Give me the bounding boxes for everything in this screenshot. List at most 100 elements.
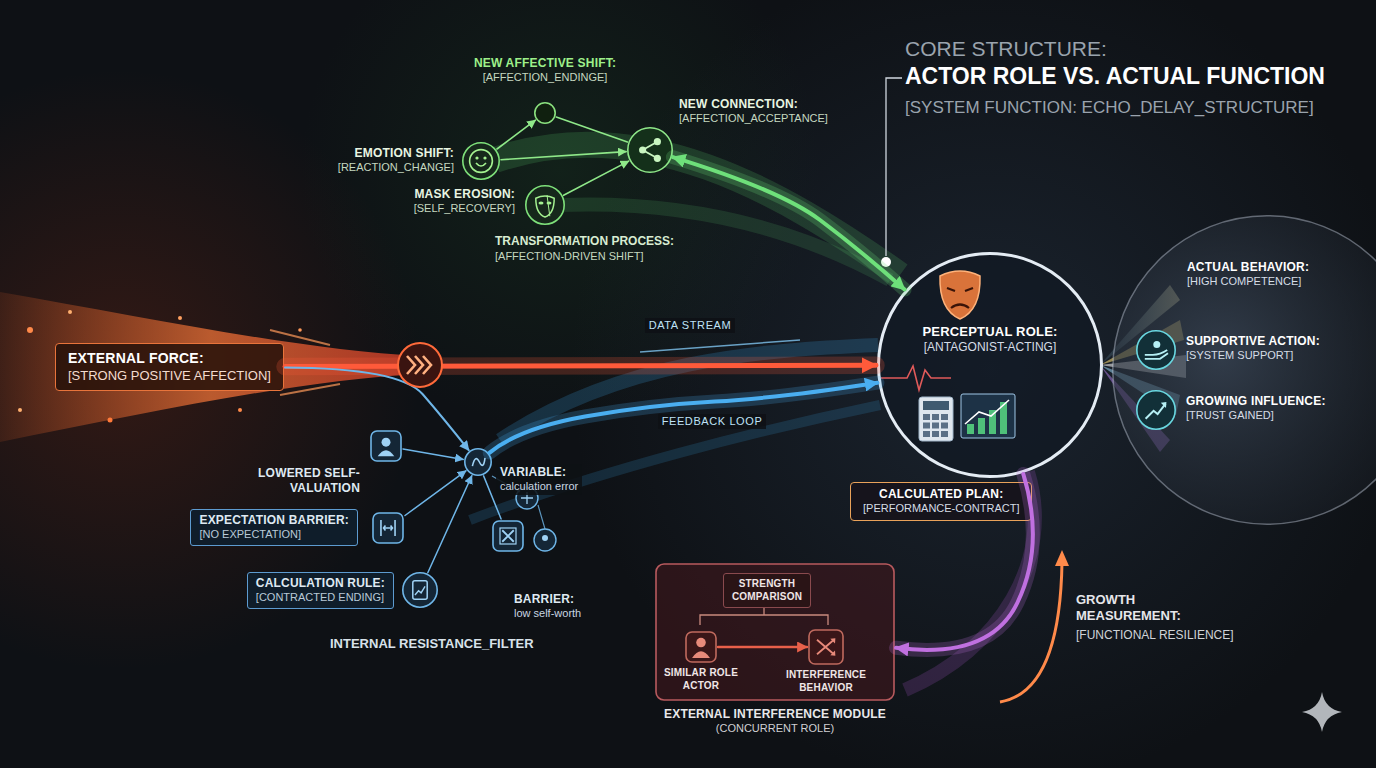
- node-caption: EMOTION SHIFT:[REACTION_CHANGE]: [338, 146, 454, 175]
- calculator-key: [941, 423, 948, 429]
- connector-glow: [285, 365, 876, 366]
- node-heading: PERCEPTUAL ROLE:: [915, 324, 1065, 340]
- node-subtext: [REACTION_CHANGE]: [338, 161, 454, 175]
- node-outline: [535, 103, 555, 123]
- strength-comparison-box: STRENGTH COMPARISON: [723, 573, 811, 608]
- node-caption: LOWERED SELF-VALUATION: [250, 466, 360, 496]
- emotion-node: EMOTION SHIFT:[REACTION_CHANGE]: [462, 142, 500, 180]
- interference-behavior-node: INTERFERENCE BEHAVIOR: [808, 629, 844, 665]
- rule-icon: [415, 586, 425, 595]
- node-heading: ACTUAL BEHAVIOR:: [1187, 260, 1309, 275]
- node-subtext: [NO EXPECTATION]: [199, 528, 349, 542]
- node-heading: CALCULATED PLAN:: [863, 487, 1019, 502]
- blue-stream: [470, 405, 880, 520]
- node-outline: [879, 254, 1102, 477]
- chevron-symbol: [407, 356, 431, 374]
- self-valuation-node: LOWERED SELF-VALUATION: [370, 430, 402, 462]
- connector: [484, 476, 502, 519]
- red-stream: [238, 408, 242, 412]
- node-heading: INTERFERENCE BEHAVIOR: [776, 669, 876, 694]
- node-heading: CALCULATION RULE:: [256, 576, 385, 591]
- filter-label: INTERNAL RESISTANCE_FILTER: [330, 636, 534, 652]
- node-outline: [1137, 391, 1175, 429]
- heartbeat-line: [881, 366, 951, 390]
- mask-erosion-node: MASK EROSION:[SELF_RECOVERY]: [525, 185, 565, 225]
- network-nodes: [534, 529, 556, 551]
- node-shape: [492, 520, 524, 552]
- blue-stream: [640, 340, 800, 352]
- chevron-circle: [398, 343, 442, 387]
- watermark-star: [1302, 692, 1342, 732]
- node-caption: EXTERNAL INTERFERENCE MODULE(CONCURRENT …: [655, 707, 895, 736]
- chart-bar: [978, 418, 985, 434]
- calculator-key: [941, 414, 948, 420]
- node-shape: [462, 142, 500, 180]
- diagram-title: ACTOR ROLE VS. ACTUAL FUNCTION: [905, 63, 1325, 91]
- person-icon: [378, 450, 395, 456]
- node-subtext: calculation error: [500, 480, 578, 494]
- node-caption: EXPECTATION BARRIER:[NO EXPECTATION]: [190, 509, 358, 546]
- calculator-icon: [919, 397, 953, 441]
- smile-icon: [476, 163, 486, 166]
- person-icon: [382, 438, 391, 447]
- node-subtext: [HIGH COMPETENCE]: [1187, 275, 1309, 289]
- node-shape: [808, 629, 844, 665]
- smile-icon: [475, 156, 478, 159]
- interference-icon: [830, 638, 835, 655]
- support-icon: [1145, 350, 1168, 359]
- node-shape: [1136, 330, 1176, 370]
- node-outline: [463, 143, 499, 179]
- node-caption: ACTUAL BEHAVIOR:[HIGH COMPETENCE]: [1187, 260, 1309, 289]
- calculator-key: [941, 431, 948, 437]
- node-outline: [371, 431, 401, 461]
- connector: [285, 365, 876, 366]
- calculated-plan-box: CALCULATED PLAN:[PERFORMANCE-CONTRACT]: [850, 482, 1032, 521]
- connector: [428, 476, 472, 573]
- growth-label: GROWTH MEASUREMENT:: [1076, 592, 1196, 623]
- connector-label: DATA STREAM: [645, 318, 736, 333]
- process-label: TRANSFORMATION PROCESS:: [495, 234, 674, 248]
- mask-icon: [547, 201, 552, 204]
- node-heading: MASK EROSION:: [414, 187, 515, 202]
- node-subtext: [AFFECTION_ENDINGE]: [464, 71, 626, 85]
- node-subtext: [ANTAGONIST-ACTING]: [915, 340, 1065, 355]
- growth-chart: [961, 394, 1015, 438]
- red-stream: [18, 408, 22, 412]
- perceptual-ring: PERCEPTUAL ROLE:[ANTAGONIST-ACTING]CALCU…: [877, 252, 1103, 478]
- interference-module: EXTERNAL INTERFERENCE MODULE(CONCURRENT …: [655, 563, 895, 701]
- node-heading: EXPECTATION BARRIER:: [199, 513, 349, 528]
- mask-icon: [536, 196, 554, 217]
- smile-icon: [470, 150, 493, 173]
- affective-node: NEW AFFECTIVE SHIFT:[AFFECTION_ENDINGE]: [534, 102, 556, 124]
- support-node: SUPPORTIVE ACTION:[SYSTEM SUPPORT]: [1136, 330, 1176, 370]
- connector: [403, 449, 463, 459]
- connector: [673, 157, 905, 289]
- connector: [490, 383, 878, 453]
- node-heading: EXTERNAL INTERFERENCE MODULE: [655, 707, 895, 722]
- node-shape: [525, 185, 565, 225]
- node-caption: SIMILAR ROLE ACTOR: [661, 667, 741, 692]
- barrier-icon: [381, 520, 395, 536]
- calc-rule-node: CALCULATION RULE:[CONTRACTED ENDING]: [402, 572, 438, 608]
- title-leader: [881, 78, 902, 267]
- antagonist-mask: [940, 271, 980, 319]
- node-caption: MASK EROSION:[SELF_RECOVERY]: [414, 187, 515, 216]
- purple-stream: [1055, 550, 1069, 566]
- node-shape: [370, 430, 402, 462]
- network-nodes: [542, 535, 548, 541]
- node-outline: [1137, 331, 1175, 369]
- actor-icon: [696, 638, 706, 648]
- node-subtext: [AFFECTION_ACCEPTANCE]: [679, 112, 828, 126]
- share-icon: [639, 146, 646, 153]
- red-stream: [27, 327, 33, 333]
- antagonist-mask: [947, 288, 973, 308]
- node-subtext: [SYSTEM SUPPORT]: [1186, 349, 1320, 363]
- connector-glow: [673, 157, 905, 289]
- calculator-key: [923, 431, 930, 437]
- barrier-x-icon: [500, 528, 516, 544]
- node-caption: VARIABLE:calculation error: [496, 464, 582, 495]
- calculator-key: [923, 423, 930, 429]
- barrier-x-icon: [502, 530, 514, 542]
- rule-icon: [413, 581, 427, 600]
- node-outline: [628, 128, 672, 172]
